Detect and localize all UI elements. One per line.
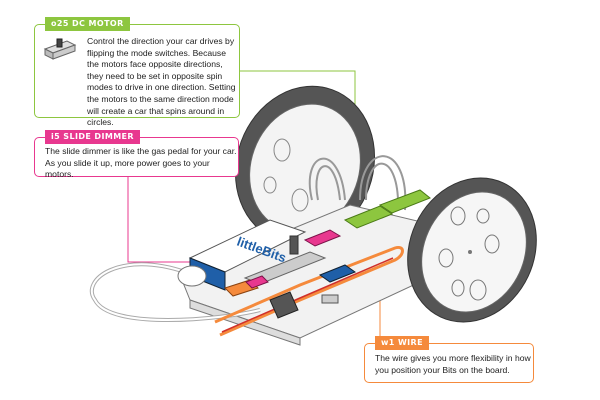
motor-bit-left bbox=[343, 205, 394, 229]
mode-switch bbox=[321, 294, 339, 304]
callout-dc-motor: o25 DC MOTOR Control the direction your … bbox=[34, 17, 240, 127]
motor-bit-right bbox=[378, 189, 431, 214]
callout-wire: w1 WIRE The wire gives you more flexibil… bbox=[364, 336, 534, 383]
dc-motor-description: Control the direction your car drives by… bbox=[87, 36, 236, 128]
dc-motor-tag: o25 DC MOTOR bbox=[45, 17, 130, 31]
callout-slide-dimmer: i5 SLIDE DIMMER The slide dimmer is like… bbox=[34, 130, 239, 179]
slide-switch-icon bbox=[43, 38, 77, 60]
slide-dimmer-description: The slide dimmer is like the gas pedal f… bbox=[45, 146, 237, 180]
dc-jack bbox=[269, 291, 299, 319]
battery-9v: littleBits bbox=[188, 219, 307, 291]
motor-wire-loops bbox=[308, 155, 407, 211]
wire-description: The wire gives you more flexibility in h… bbox=[375, 353, 531, 375]
w1-wire-bit bbox=[214, 245, 404, 337]
front-wheel bbox=[407, 177, 537, 323]
blue-bit bbox=[318, 264, 357, 283]
power-pink-connector bbox=[245, 275, 269, 289]
wire-tag: w1 WIRE bbox=[375, 336, 429, 350]
back-wheel bbox=[234, 85, 376, 245]
battery-clip bbox=[177, 265, 207, 287]
slide-dimmer-bit bbox=[243, 229, 342, 285]
slide-dimmer-tag: i5 SLIDE DIMMER bbox=[45, 130, 140, 144]
